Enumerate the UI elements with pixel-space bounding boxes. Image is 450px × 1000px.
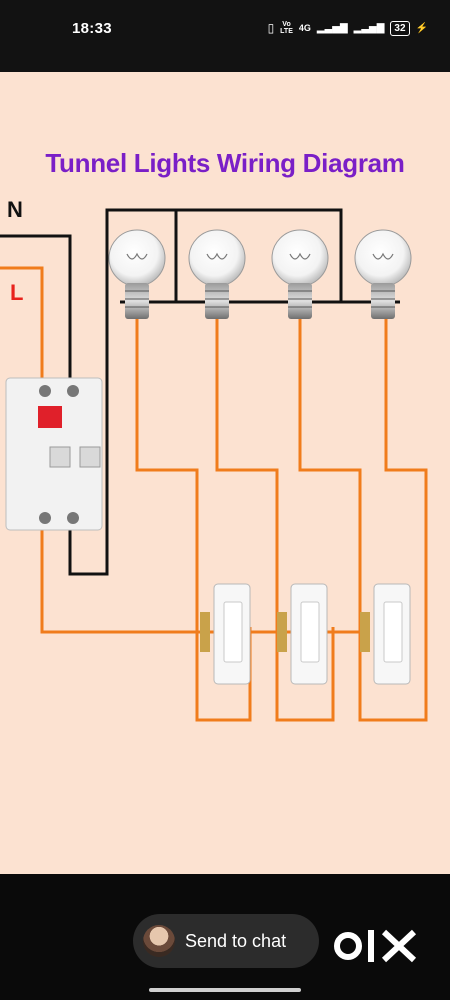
signal-icon-1: ▂▃▅▇ (316, 22, 348, 34)
battery-icon: 32 (390, 20, 410, 36)
olx-logo (334, 929, 417, 963)
avatar (143, 925, 175, 957)
wiring-diagram-image: Tunnel Lights Wiring Diagram N L (0, 72, 450, 874)
neutral-wires (0, 208, 400, 576)
bulb-1 (108, 229, 166, 319)
wiring-diagram-svg (0, 208, 428, 722)
send-to-chat-button[interactable]: Send to chat (133, 914, 319, 968)
network-type-icon: 4G (298, 23, 311, 33)
status-time: 18:33 (72, 20, 112, 37)
home-indicator[interactable] (149, 988, 301, 992)
send-to-chat-label: Send to chat (185, 930, 287, 951)
bulb-2 (188, 229, 246, 319)
switch-1 (200, 583, 251, 685)
bulb-4 (354, 229, 412, 319)
switch-2 (277, 583, 328, 685)
neutral-label: N (7, 197, 23, 222)
bulb-3 (271, 229, 329, 319)
charging-icon: ⚡ (415, 22, 428, 34)
mcb-breaker (5, 377, 103, 531)
live-label: L (10, 280, 24, 305)
switch-3 (360, 583, 411, 685)
vibrate-icon: ▯ (267, 21, 275, 35)
signal-icon-2: ▂▃▅▇ (353, 22, 385, 34)
diagram-title: Tunnel Lights Wiring Diagram (45, 148, 405, 178)
bottom-bar: Send to chat (0, 874, 450, 1000)
